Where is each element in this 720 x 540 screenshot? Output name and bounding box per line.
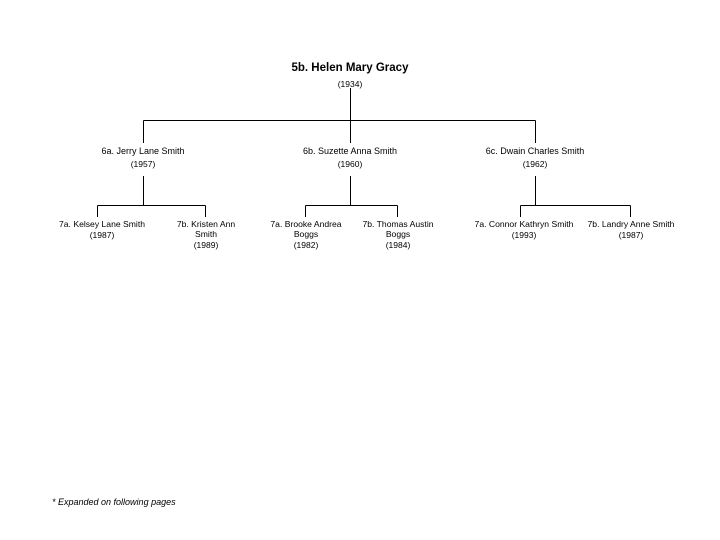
tree-node-7b-landry-anne-smith: 7b. Landry Anne Smith (1987)	[580, 219, 682, 240]
node-year: (1987)	[618, 230, 644, 241]
tree-node-7b-thomas-austin-boggs: 7b. Thomas Austin Boggs (1984)	[350, 219, 446, 250]
node-year: (1989)	[193, 240, 219, 251]
node-name: 7b. Thomas Austin Boggs	[362, 219, 434, 240]
tree-node-7a-brooke-andrea-boggs: 7a. Brooke Andrea Boggs (1982)	[262, 219, 350, 250]
node-year: (1960)	[337, 158, 363, 169]
tree-node-6b-suzette-anna-smith: 6b. Suzette Anna Smith (1960)	[255, 146, 445, 169]
node-name: 7a. Brooke Andrea Boggs	[270, 219, 342, 240]
tree-node-7a-kelsey-lane-smith: 7a. Kelsey Lane Smith (1987)	[30, 219, 174, 240]
node-name: 6b. Suzette Anna Smith	[302, 146, 398, 156]
tree-node-7a-connor-kathryn-smith: 7a. Connor Kathryn Smith (1993)	[462, 219, 586, 240]
node-name: 7b. Kristen Ann Smith	[176, 219, 236, 240]
tree-node-6a-jerry-lane-smith: 6a. Jerry Lane Smith (1957)	[48, 146, 238, 169]
node-year: (1993)	[511, 230, 537, 241]
node-name: 7a. Connor Kathryn Smith	[474, 219, 574, 229]
footnote-expanded-on-following-pages: * Expanded on following pages	[52, 497, 176, 507]
node-year: (1982)	[293, 240, 319, 251]
node-name: 7b. Landry Anne Smith	[587, 219, 675, 229]
node-year: (1962)	[522, 158, 548, 169]
node-name: 6a. Jerry Lane Smith	[101, 146, 185, 156]
node-year: (1934)	[337, 78, 363, 89]
node-name: 6c. Dwain Charles Smith	[485, 146, 585, 156]
tree-node-6c-dwain-charles-smith: 6c. Dwain Charles Smith (1962)	[440, 146, 630, 169]
node-year: (1987)	[89, 230, 115, 241]
node-year: (1984)	[385, 240, 411, 251]
node-name: 7a. Kelsey Lane Smith	[59, 219, 145, 229]
node-year: (1957)	[130, 158, 156, 169]
node-name: 5b. Helen Mary Gracy	[291, 62, 409, 74]
tree-node-5b-helen-mary-gracy: 5b. Helen Mary Gracy (1934)	[250, 62, 450, 89]
tree-node-7b-kristen-ann-smith: 7b. Kristen Ann Smith (1989)	[166, 219, 246, 250]
